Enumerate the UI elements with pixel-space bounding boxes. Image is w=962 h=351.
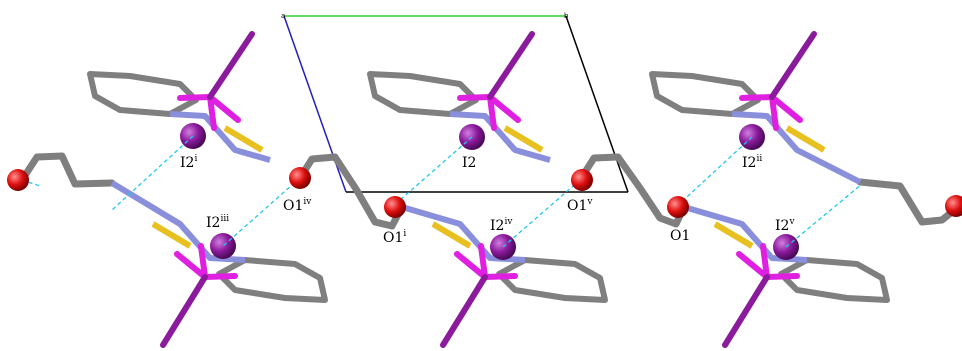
label-i2v: I2v — [775, 217, 795, 234]
oxygen-atom-o1 — [667, 196, 689, 218]
phenyl-ring — [778, 257, 890, 303]
unit-cell — [283, 15, 629, 193]
imine-fragment — [169, 111, 271, 163]
thio-fragment — [785, 125, 826, 153]
iodine-bond — [487, 31, 535, 100]
metal-bonds — [174, 243, 238, 280]
cell-edge-right — [565, 15, 629, 193]
metal-bonds — [457, 94, 521, 131]
thio-fragment — [223, 125, 264, 153]
contact-i2i-bottom — [111, 135, 194, 211]
contact-o1iv-i2iii — [222, 177, 301, 247]
iodine-bond — [769, 31, 817, 100]
molecule-bottom-1 — [110, 180, 328, 348]
oxygen-atom-right — [945, 195, 962, 217]
axis-a-label: a — [281, 12, 285, 20]
chain-right-1 — [576, 153, 688, 228]
metal-bonds — [739, 94, 803, 131]
label-i2i: I2i — [180, 154, 197, 171]
label-i2ii: I2ii — [742, 154, 762, 171]
metal-bonds — [736, 243, 800, 280]
metal-bonds — [454, 243, 518, 280]
ethyl-chains — [18, 152, 962, 230]
axis-b-label: b — [564, 12, 569, 20]
label-o1v: O1v — [567, 197, 593, 214]
oxygen-atom-o1i — [384, 196, 406, 218]
iodine-bond — [440, 274, 488, 348]
iodine-atom — [490, 234, 516, 260]
phenyl-ring — [216, 257, 328, 303]
thio-fragment — [431, 221, 472, 249]
label-o1iv: O1iv — [283, 197, 312, 214]
atom-labels: I2i I2 I2ii O1iv O1v I2iii O1i I2iv O1 I… — [180, 154, 795, 246]
contacts — [21, 135, 863, 248]
label-i2iv: I2iv — [490, 217, 513, 234]
oxygen-atom-o1iv — [289, 167, 311, 189]
oxygen-atom-left — [7, 169, 29, 191]
molecule-top-2 — [367, 31, 551, 163]
imine-fragment — [110, 180, 246, 263]
phenyl-ring — [87, 71, 199, 117]
imine-fragment — [731, 111, 862, 185]
oxygen-atoms — [7, 167, 962, 218]
phenyl-ring — [367, 71, 479, 117]
label-i2: I2 — [462, 155, 476, 171]
chain-left-bottom — [296, 153, 406, 230]
metal-bonds — [177, 94, 241, 131]
oxygen-atom-o1v — [571, 169, 593, 191]
contact-i2ii-o1 — [675, 136, 753, 208]
phenyl-ring — [496, 257, 608, 303]
thio-fragment — [151, 221, 192, 249]
contact-i2-o1i — [391, 136, 473, 208]
thio-fragment — [503, 125, 544, 153]
contact-o1v-i2iv — [502, 179, 581, 248]
contact-i2v-chain — [785, 183, 863, 248]
molecule-bottom-2 — [401, 204, 608, 348]
thio-fragment — [713, 221, 754, 249]
imine-fragment — [449, 111, 551, 163]
iodine-bond — [160, 274, 208, 348]
molecule-top-1 — [87, 31, 271, 163]
label-o1i: O1i — [383, 229, 406, 246]
iodine-bond — [207, 31, 255, 100]
phenyl-ring — [649, 71, 761, 117]
chain-right-2 — [856, 178, 962, 226]
iodine-bond — [722, 274, 770, 348]
iodine-atom — [210, 233, 236, 259]
label-i2iii: I2iii — [206, 214, 229, 231]
chain-left-top — [18, 152, 116, 188]
molecule-top-3 — [649, 31, 862, 185]
label-o1: O1 — [670, 228, 690, 244]
